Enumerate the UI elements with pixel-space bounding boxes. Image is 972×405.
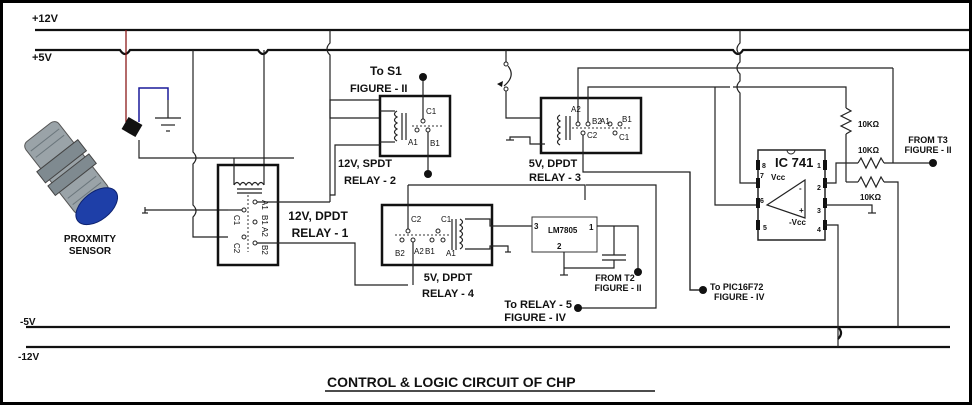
rail-minus12: -12V (18, 345, 950, 363)
connector-label: FIGURE - IV (714, 292, 765, 302)
connector-label: To S1 (370, 64, 402, 78)
resistor-r2: 10KΩ (825, 146, 932, 184)
circuit-schematic: +12V +5V -5V -12V PROXMITY (18, 13, 969, 392)
diagram-title: CONTROL & LOGIC CIRCUIT OF CHP (325, 374, 655, 392)
to-relay5-connector: To RELAY - 5 FIGURE - IV (504, 184, 657, 324)
connector-label: FIGURE - II (350, 83, 407, 95)
connector-label: To RELAY - 5 (504, 299, 572, 311)
rail-plus12: +12V (32, 13, 969, 32)
pin-label: 5 (763, 225, 767, 232)
pin-label: C1 (232, 215, 241, 226)
resistor-value: 10KΩ (858, 146, 880, 155)
connector-label: FIGURE - IV (504, 312, 566, 324)
relay-label: RELAY - 2 (344, 175, 396, 187)
pin-label: C1 (426, 107, 437, 116)
relay-4: C2 C1 B2 A2 B1 A1 5V, DPDT RELAY - 4 (380, 184, 586, 300)
diagram-canvas: +12V +5V -5V -12V PROXMITY (3, 3, 969, 402)
relay-label: RELAY - 1 (292, 226, 349, 240)
pin-label: A1 (408, 138, 418, 147)
connector-label: FROM T3 (908, 135, 948, 145)
pin-label: B1 (260, 215, 269, 225)
pin-label: C2 (587, 131, 598, 140)
pin-label: 7 (760, 173, 764, 180)
pin-label: 1 (589, 223, 594, 232)
pin-label: 2 (817, 185, 821, 192)
relay-label: 12V, DPDT (288, 209, 348, 223)
rail-label: -5V (20, 317, 36, 328)
pin-label: B1 (622, 115, 632, 124)
pin-label: C2 (411, 215, 422, 224)
relay-1: A1 C1 B1 A2 C2 B2 12V, DPDT RELAY - 1 (216, 99, 408, 286)
pin-label: 3 (817, 208, 821, 215)
pin-label: B2 (395, 249, 405, 258)
sensor-label: SENSOR (69, 246, 112, 257)
connector-label: FIGURE - II (595, 283, 642, 293)
pin-label: C1 (619, 133, 630, 142)
relay-label: 5V, DPDT (529, 158, 578, 170)
relay-label: RELAY - 4 (422, 288, 475, 300)
resistor-r3: 10KΩ (846, 175, 899, 327)
pin-label: 3 (534, 222, 539, 231)
ic-name: IC 741 (775, 155, 813, 170)
pin-label: B2 (592, 117, 602, 126)
pin-label: 6 (760, 198, 764, 205)
connector-label: To PIC16F72 (710, 282, 763, 292)
connector-label: FIGURE - II (905, 145, 952, 155)
from-t3-connector: FROM T3 FIGURE - II (892, 68, 952, 167)
sensor-label: PROXMITY (64, 234, 117, 245)
pin-label: A1 (260, 200, 269, 210)
pin-label: 2 (557, 242, 562, 251)
resistor-value: 10KΩ (860, 193, 882, 202)
switch-s (497, 50, 540, 119)
resistor-value: 10KΩ (858, 120, 880, 129)
to-pic-connector: To PIC16F72 FIGURE - IV (689, 172, 765, 302)
pin-label: C1 (441, 215, 452, 224)
noninverting-input-label: + (799, 206, 804, 215)
rail-label: +5V (32, 52, 53, 64)
rail-label: +12V (32, 13, 59, 25)
relay-label: 5V, DPDT (424, 272, 473, 284)
pin-label: A1 (446, 249, 456, 258)
pin-label: 1 (817, 163, 821, 170)
pin-label: A2 (414, 247, 424, 256)
title-text: CONTROL & LOGIC CIRCUIT OF CHP (327, 374, 576, 390)
inverting-input-label: - (799, 184, 802, 193)
rail-plus5: +5V (32, 48, 969, 64)
pin-label: 4 (817, 227, 821, 234)
relay-label: 12V, SPDT (338, 158, 392, 170)
rail-label: -12V (18, 352, 39, 363)
resistor-r1: 10KΩ (733, 86, 880, 182)
pin-label: A2 (571, 105, 581, 114)
connector-label: FROM T2 (595, 273, 635, 283)
rail-minus5: -5V (20, 317, 950, 340)
pin-label: C2 (232, 243, 241, 254)
pin-label: B1 (425, 247, 435, 256)
relay-2: C1 A1 B1 To S1 FIGURE - II 12V, SPDT REL… (326, 30, 452, 196)
vcc-label: Vcc (771, 173, 786, 182)
pin-label: A1 (600, 117, 610, 126)
pin-label: B2 (260, 245, 269, 255)
pin-label: 8 (762, 163, 766, 170)
lm7805-regulator: LM7805 3 1 2 FROM T2 FIGURE - II (531, 216, 642, 293)
neg-vcc-label: -Vcc (789, 218, 806, 227)
ic741-opamp: IC 741 Vcc -Vcc - + 8 7 6 5 1 2 3 4 (714, 30, 876, 347)
relay-label: RELAY - 3 (529, 172, 581, 184)
pin-label: B1 (430, 139, 440, 148)
regulator-name: LM7805 (548, 226, 578, 235)
relay-3: A2 B2 C2 A1 B1 C1 5V, DPDT RELAY - 3 (506, 67, 740, 291)
proximity-sensor: PROXMITY SENSOR (24, 30, 294, 257)
pin-label: A2 (260, 227, 269, 237)
